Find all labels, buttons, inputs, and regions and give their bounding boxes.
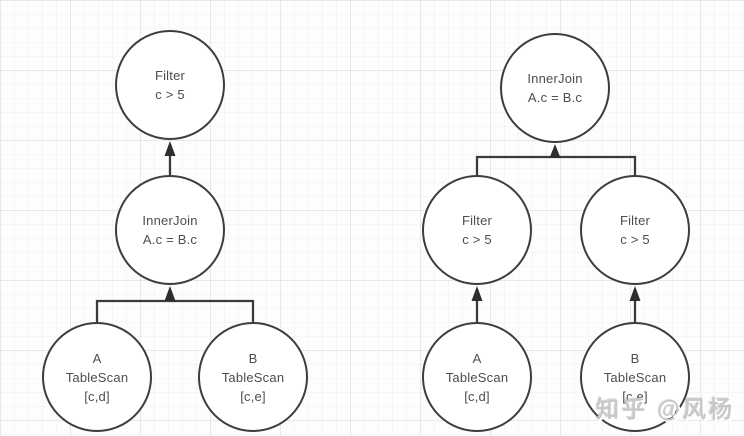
node-label-line: c > 5 (462, 232, 492, 247)
node-label-line: A.c = B.c (527, 90, 583, 105)
node-label-line: A.c = B.c (142, 232, 198, 247)
node-left-innerjoin: InnerJoin A.c = B.c (115, 175, 225, 285)
node-left-tablescan-b: B TableScan [c,e] (198, 322, 308, 432)
node-label-line: Filter (154, 68, 186, 83)
node-label-line: TableScan (603, 369, 667, 385)
node-label-line: Filter (461, 213, 493, 228)
node-label-line: A (472, 350, 482, 366)
node-label-line: B (630, 350, 640, 366)
node-right-innerjoin: InnerJoin A.c = B.c (500, 33, 610, 143)
arrowhead-right-innerjoin-icon (549, 144, 561, 158)
node-label-line: TableScan (221, 369, 285, 385)
arrowhead-right-filter-b-icon (629, 286, 641, 301)
node-label-line: A (92, 350, 102, 366)
node-label-line: c > 5 (155, 87, 185, 102)
node-label-line: InnerJoin (142, 213, 198, 228)
node-label-line: [c,d] (84, 388, 110, 404)
watermark: 知乎 @风杨 (596, 396, 735, 422)
node-label-line: TableScan (445, 369, 509, 385)
edge-left-scans-connector (95, 299, 255, 322)
node-right-tablescan-b: B TableScan [c,e] (580, 322, 690, 432)
node-label-line: InnerJoin (527, 71, 583, 86)
arrowhead-left-innerjoin-icon (164, 286, 176, 301)
edge-right-filters-connector (475, 155, 637, 175)
arrowhead-left-filter-icon (164, 141, 176, 156)
node-right-tablescan-a: A TableScan [c,d] (422, 322, 532, 432)
node-label-line: [c,e] (240, 388, 266, 404)
node-right-filter-a: Filter c > 5 (422, 175, 532, 285)
node-left-filter: Filter c > 5 (115, 30, 225, 140)
node-left-tablescan-a: A TableScan [c,d] (42, 322, 152, 432)
node-label-line: TableScan (65, 369, 129, 385)
node-label-line: Filter (619, 213, 651, 228)
arrowhead-right-filter-a-icon (471, 286, 483, 301)
node-right-filter-b: Filter c > 5 (580, 175, 690, 285)
node-label-line: [c,e] (622, 388, 648, 404)
node-label-line: [c,d] (464, 388, 490, 404)
node-label-line: c > 5 (620, 232, 650, 247)
node-label-line: B (248, 350, 258, 366)
